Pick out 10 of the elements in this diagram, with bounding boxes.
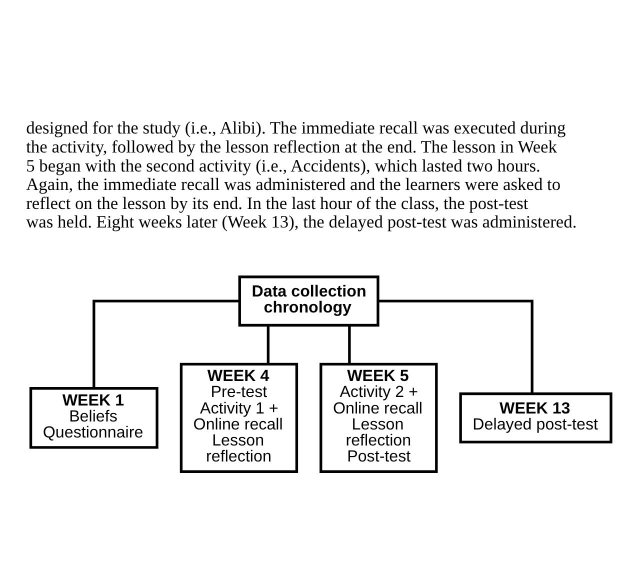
connector (266, 325, 270, 364)
node-box: WEEK 4 Pre-test Activity 1 + Online recall Lesson reflection (180, 362, 298, 473)
connector (378, 300, 534, 394)
connector (348, 325, 351, 364)
node-box: WEEK 13 Delayed post-test (459, 392, 612, 444)
node-box: WEEK 5 Activity 2 + Online recall Lesson reflection Post-test (320, 362, 438, 473)
node-box: Data collection chronology (238, 276, 380, 327)
label: designed for the study (i.e., Alibi). The immediate recall was executed during the activity, followed by the lesson reflection at the end. The lesson in Week 5 began with the second activity (i.e., Accidents), which lasted two hours. Again, the immediate recall was administered and the learners were asked to reflect on the lesson by its end. In the last hour of the class, the post-test was held. Eight weeks later (Week 13), the delayed post-test was administered. (26, 118, 577, 232)
connector (92, 300, 240, 388)
node-box: WEEK 1 Beliefs Questionnaire (29, 387, 158, 449)
